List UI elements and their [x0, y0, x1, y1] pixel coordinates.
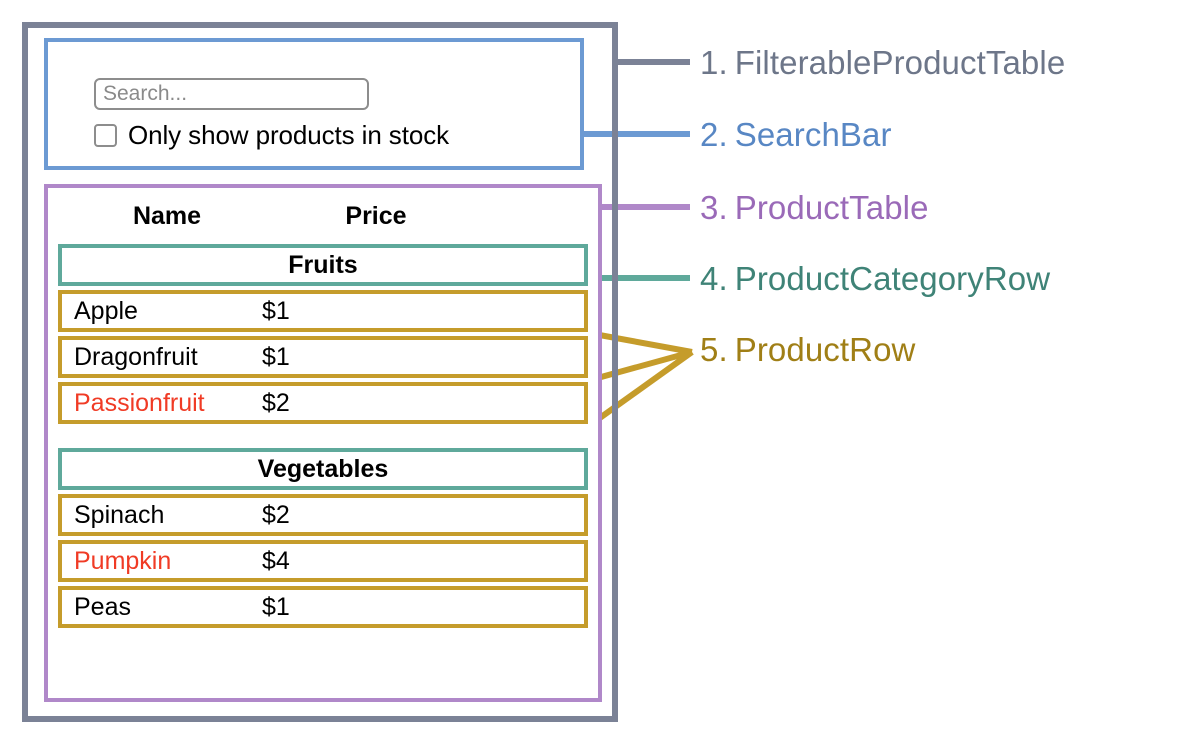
- filterable-product-table: [22, 22, 618, 722]
- product-name: Spinach: [74, 500, 165, 529]
- product-name: Pumpkin: [74, 546, 172, 575]
- product-name: Peas: [74, 592, 131, 621]
- column-header-name: Name: [132, 202, 202, 230]
- product-category-label: Vegetables: [257, 454, 389, 483]
- legend-text: SearchBar: [734, 116, 892, 153]
- legend-number: 3.: [700, 189, 728, 226]
- product-price: $1: [262, 296, 290, 325]
- legend-number: 5.: [700, 331, 728, 368]
- legend-text: ProductCategoryRow: [734, 260, 1051, 297]
- legend-number: 4.: [700, 260, 728, 297]
- product-category-row: Vegetables: [58, 448, 588, 490]
- product-row: Pumpkin $4: [58, 540, 588, 582]
- product-table-header: Name Price: [48, 196, 598, 236]
- legend-item-product-row: 5.ProductRow: [700, 333, 915, 366]
- product-category-row: Fruits: [58, 244, 588, 286]
- legend-item-product-category-row: 4.ProductCategoryRow: [700, 262, 1050, 295]
- legend-text: ProductRow: [734, 331, 916, 368]
- in-stock-checkbox[interactable]: [94, 123, 117, 147]
- legend-item-product-table: 3.ProductTable: [700, 191, 929, 224]
- product-name: Passionfruit: [74, 388, 205, 417]
- product-table: Name Price Fruits Apple $1 Dragonfruit $…: [44, 184, 602, 702]
- search-bar: Only show products in stock: [44, 38, 584, 170]
- product-price: $1: [262, 342, 290, 371]
- product-row: Passionfruit $2: [58, 382, 588, 424]
- legend-text: ProductTable: [734, 189, 929, 226]
- product-price: $2: [262, 388, 290, 417]
- product-price: $2: [262, 500, 290, 529]
- column-header-price: Price: [345, 202, 407, 230]
- product-row: Peas $1: [58, 586, 588, 628]
- search-input[interactable]: [94, 78, 369, 110]
- legend-text: FilterableProductTable: [734, 44, 1066, 81]
- product-price: $4: [262, 546, 290, 575]
- product-row: Spinach $2: [58, 494, 588, 536]
- product-name: Apple: [74, 296, 138, 325]
- legend-number: 1.: [700, 44, 728, 81]
- product-price: $1: [262, 592, 290, 621]
- product-row: Dragonfruit $1: [58, 336, 588, 378]
- product-name: Dragonfruit: [74, 342, 198, 371]
- in-stock-filter[interactable]: Only show products in stock: [94, 122, 449, 148]
- in-stock-checkbox-label: Only show products in stock: [128, 120, 449, 150]
- product-table-body: Fruits Apple $1 Dragonfruit $1 Passionfr…: [58, 244, 588, 632]
- product-row: Apple $1: [58, 290, 588, 332]
- legend-item-search-bar: 2.SearchBar: [700, 118, 892, 151]
- product-category-label: Fruits: [288, 250, 358, 279]
- legend-number: 2.: [700, 116, 728, 153]
- legend-item-filterable-product-table: 1.FilterableProductTable: [700, 46, 1065, 79]
